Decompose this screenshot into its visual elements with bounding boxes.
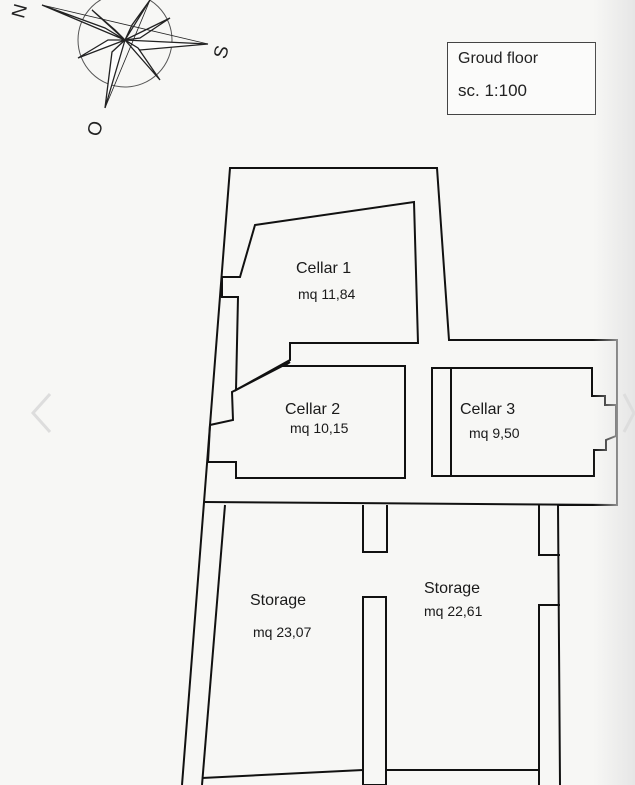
interior-wall-left: [201, 504, 226, 785]
compass-south-label: S: [210, 43, 234, 61]
chevron-left-icon: [30, 392, 52, 434]
room-name-storage-right: Storage: [424, 580, 480, 597]
page-edge-shadow: [593, 0, 635, 785]
room-name-cellar-1: Cellar 1: [296, 260, 351, 277]
building-walls: [181, 167, 618, 785]
room-area-cellar-1: mq 11,84: [298, 286, 356, 302]
compass-rose-icon: [41, 0, 209, 109]
room-name-cellar-2: Cellar 2: [285, 401, 340, 418]
legend-title: Groud floor: [458, 50, 539, 67]
room-name-storage-left: Storage: [250, 592, 306, 609]
compass-west-label: O: [84, 119, 108, 139]
next-image-button[interactable]: [622, 392, 635, 434]
cellar-3-outline: [431, 367, 617, 477]
chevron-right-icon: [622, 393, 635, 433]
legend-box: Groud floor sc. 1:100: [447, 42, 596, 115]
legend-scale: sc. 1:100: [458, 81, 527, 100]
room-name-cellar-3: Cellar 3: [460, 401, 515, 418]
storage-divider: [362, 596, 387, 785]
compass-north-label: N: [8, 2, 32, 21]
cellar-2-outline: [206, 361, 406, 479]
corridor-wall: [203, 501, 618, 506]
room-area-cellar-3: mq 9,50: [469, 425, 520, 441]
room-area-cellar-2: mq 10,15: [290, 420, 349, 436]
room-area-storage-left: mq 23,07: [253, 624, 312, 640]
storage-bottom-wall: [201, 769, 364, 779]
pillar-right: [538, 505, 560, 556]
previous-image-button[interactable]: [30, 392, 52, 434]
pillar-left: [362, 505, 388, 553]
storage-right-wall: [538, 604, 560, 785]
room-area-storage-right: mq 22,61: [424, 603, 483, 619]
